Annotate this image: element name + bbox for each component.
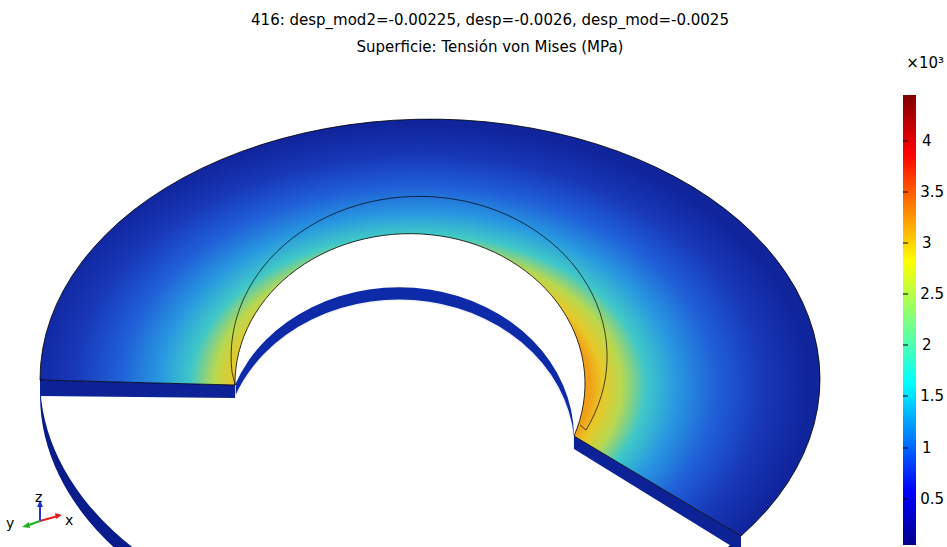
axis-label: y	[6, 514, 14, 532]
colorbar-tick: 1	[922, 439, 932, 457]
colorbar-tick: 2.5	[920, 285, 944, 303]
axis-label: x	[65, 511, 73, 529]
colorbar-tick: 4	[922, 132, 932, 150]
colorbar-tick: 0.5	[920, 490, 944, 508]
colorbar-tick: 3	[922, 234, 932, 252]
scale-factor: ×10³	[906, 54, 944, 72]
axis-label: z	[35, 488, 42, 506]
plot-subtitle: Superficie: Tensión von Mises (MPa)	[357, 38, 624, 56]
colorbar-tick: 2	[922, 336, 932, 354]
colorbar-tick: 3.5	[920, 183, 944, 201]
colorbar-tick: 1.5	[920, 387, 944, 405]
plot-title: 416: desp_mod2=-0.00225, desp=-0.0026, d…	[251, 11, 729, 29]
